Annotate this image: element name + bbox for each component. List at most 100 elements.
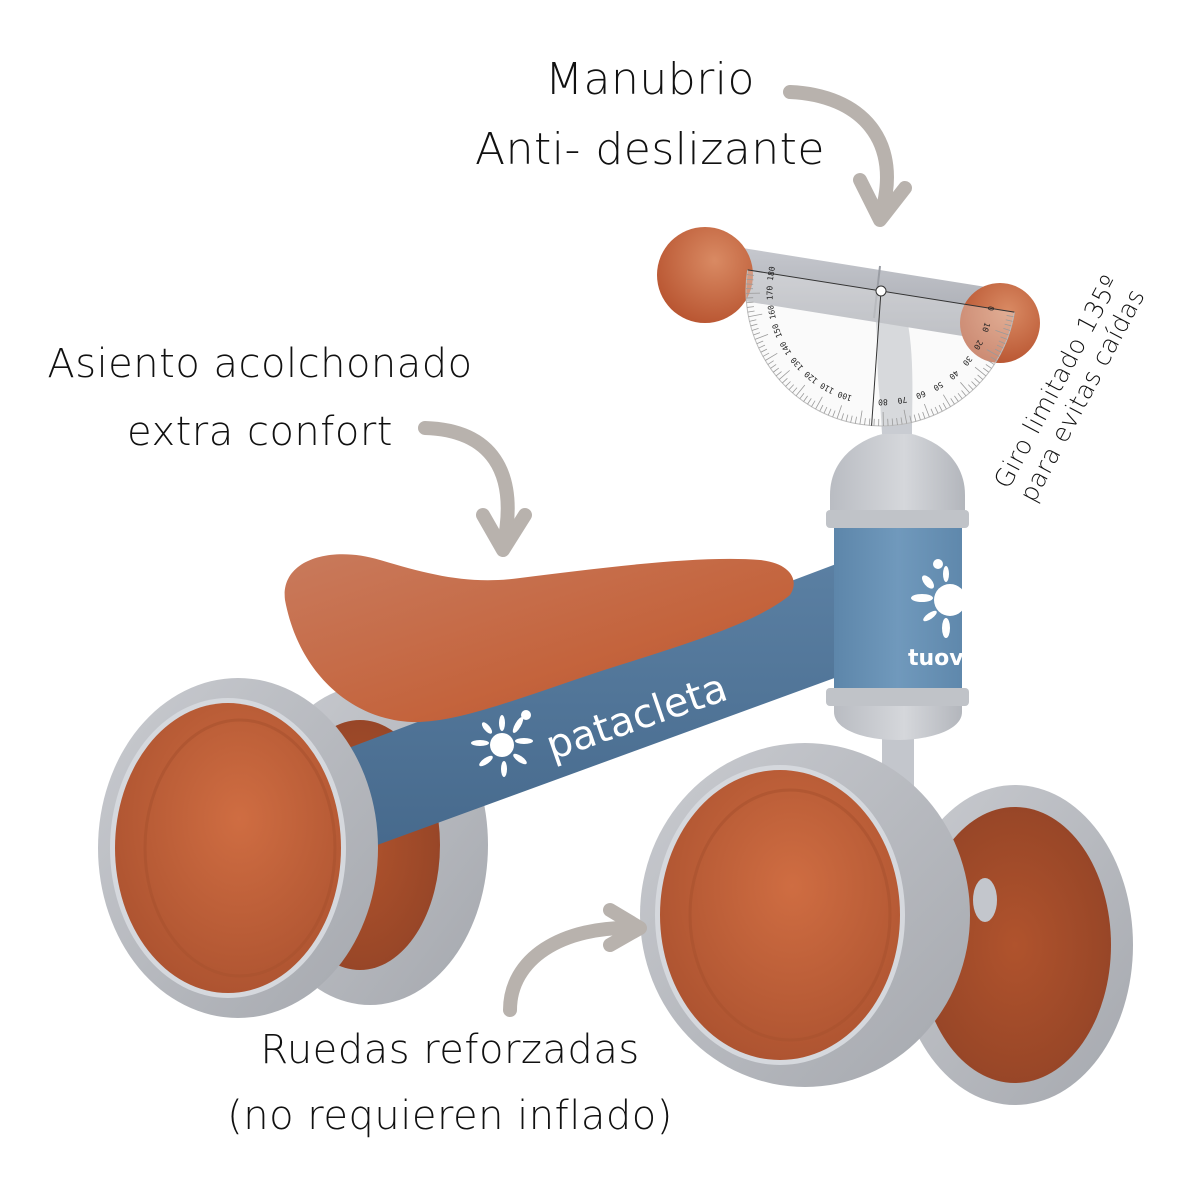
protractor-tick — [756, 340, 764, 345]
protractor-tick — [1005, 319, 1013, 322]
protractor-tick — [832, 410, 836, 418]
protractor-tick — [781, 378, 788, 384]
protractor-tick — [977, 374, 984, 380]
protractor-tick — [864, 417, 866, 426]
head-brand-text: tuovi — [908, 646, 971, 671]
handlebar-annotation-line1: Manubrio — [545, 54, 755, 105]
protractor-arc — [745, 269, 1015, 427]
protractor-tick — [850, 415, 853, 423]
protractor-tick — [815, 396, 823, 410]
protractor-pointer — [871, 290, 882, 426]
protractor-tick — [934, 406, 939, 414]
protractor-label: 80 — [878, 397, 888, 406]
curved-arrow-icon — [783, 85, 912, 227]
protractor-tick — [988, 360, 995, 365]
protractor-tick — [760, 348, 768, 353]
protractor-tick — [974, 378, 981, 384]
protractor-tick — [747, 310, 755, 313]
protractor-label: 10 — [980, 321, 992, 333]
protractor-tick — [942, 394, 951, 407]
handlebar — [657, 227, 1040, 363]
curved-arrow-icon — [418, 421, 532, 557]
axle — [973, 878, 997, 922]
protractor-tick — [971, 381, 977, 387]
protractor-tick — [974, 366, 987, 377]
protractor-tick — [922, 411, 926, 419]
protractor-tick — [903, 409, 908, 424]
protractor-label: 50 — [932, 380, 945, 393]
handlebar-annotation: Manubrio Anti- deslizante — [430, 58, 870, 172]
protractor-tick — [754, 333, 769, 340]
protractor-tick — [996, 344, 1004, 349]
protractor-tick — [859, 410, 863, 425]
protractor-label: 0 — [986, 305, 996, 311]
protractor-tick — [998, 340, 1006, 345]
protractor-tick — [803, 395, 808, 402]
protractor-tick — [799, 392, 805, 400]
protractor-tick — [775, 371, 782, 377]
protractor-tick — [746, 306, 755, 308]
protractor-tick — [950, 398, 955, 405]
protractor-label: 170 — [765, 285, 774, 300]
wheels-annotation-line1: Ruedas reforzadas — [260, 1027, 640, 1073]
protractor-tick — [938, 404, 943, 412]
protractor-tick — [788, 384, 794, 391]
protractor-label: 70 — [896, 395, 907, 406]
wheels-annotation-line2: (no requieren inflado) — [227, 1093, 673, 1139]
head-tube: tuovi — [826, 432, 971, 740]
handlebar-annotation-line2: Anti- deslizante — [475, 124, 825, 175]
protractor-tick — [753, 332, 761, 336]
protractor-tick — [995, 330, 1009, 336]
protractor-tick — [746, 278, 754, 281]
protractor-tick — [900, 417, 903, 425]
protractor-tick — [807, 398, 812, 405]
protractor-tick — [823, 406, 828, 414]
splash-logo-icon — [911, 559, 966, 638]
front-right-wheel — [640, 743, 970, 1087]
protractor-tick — [841, 413, 844, 421]
protractor-tick — [762, 352, 770, 357]
protractor-label: 60 — [915, 389, 927, 401]
protractor-tick — [968, 384, 974, 391]
front-left-wheel — [98, 678, 378, 1018]
protractor-tick — [994, 348, 1002, 353]
protractor-tick — [909, 415, 912, 423]
protractor-tick — [957, 392, 963, 400]
protractor-tick — [1000, 336, 1008, 340]
protractor-tick — [960, 382, 970, 394]
protractor-tick — [918, 413, 921, 421]
protractor-tick — [896, 417, 898, 426]
protractor-label: 180 — [766, 266, 777, 282]
left-grip — [657, 227, 753, 323]
protractor-tick — [985, 364, 992, 369]
protractor-tick — [954, 395, 959, 402]
seat-annotation: Asiento acolchonado extra confort — [20, 344, 500, 452]
handlebar-stem — [872, 300, 913, 434]
wheels-annotation: Ruedas reforzadas (no requieren inflado) — [210, 1030, 690, 1136]
protractor-label: 160 — [766, 304, 778, 320]
seat — [284, 554, 794, 723]
splash-logo-icon — [471, 710, 533, 777]
protractor-tick — [748, 313, 763, 318]
curved-arrow-icon — [503, 903, 647, 1017]
right-grip — [960, 283, 1040, 363]
protractor-tick — [923, 403, 930, 418]
protractor-tick — [891, 418, 894, 426]
protractor-tick — [746, 301, 754, 304]
protractor-tick — [770, 364, 777, 369]
protractor-tick — [1006, 315, 1014, 318]
protractor-tick — [986, 349, 1000, 357]
protractor-tick — [819, 404, 824, 412]
protractor-tick — [750, 323, 758, 327]
protractor-tick — [792, 387, 798, 394]
seat-annotation-line2: extra confort — [127, 409, 393, 455]
protractor-tick — [751, 328, 759, 331]
protractor-tick — [767, 360, 774, 365]
frame-logo — [471, 710, 533, 777]
protractor-tick — [785, 381, 791, 387]
frame-tube — [330, 555, 870, 855]
protractor-tick — [758, 344, 766, 349]
protractor-tick — [1003, 328, 1011, 331]
protractor-tick — [749, 319, 757, 322]
protractor-overlay: 0102030405060708010011012013014015016017… — [745, 266, 1015, 427]
